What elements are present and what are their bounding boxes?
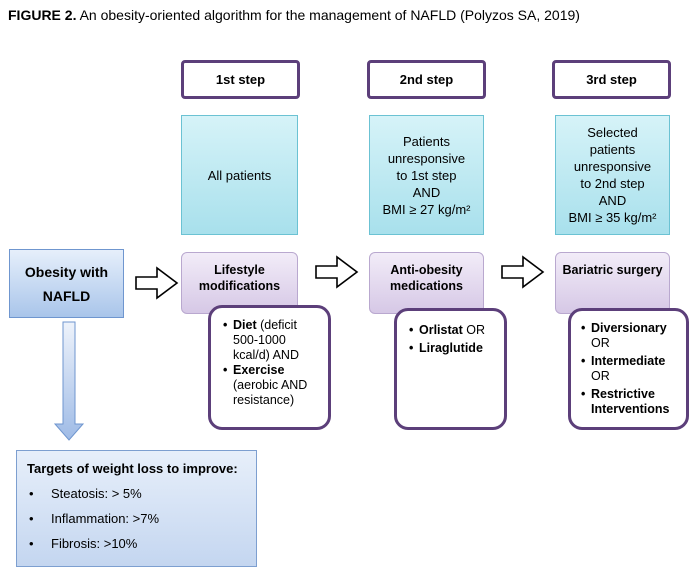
step-2-header-label: 2nd step	[399, 72, 454, 87]
target-item: Inflammation: >7%	[17, 511, 256, 526]
step-1-treatment-line: modifications	[198, 279, 281, 293]
step-1-treatment-box: Lifestyle modifications	[181, 252, 298, 314]
step-3-criteria-line: patients	[589, 142, 636, 157]
step-2-criteria-line: AND	[412, 184, 441, 200]
arrow-right-2	[315, 255, 359, 289]
step-3-detail-item: Restrictive Interventions	[581, 387, 682, 417]
step-2-criteria-line: to 1st step	[396, 167, 457, 183]
start-line-1: Obesity with	[24, 263, 109, 280]
step-1-detail-item: Exercise (aerobic AND resistance)	[223, 363, 322, 408]
step-3-criteria-line: AND	[598, 193, 627, 208]
step-2-criteria-line: BMI ≥ 27 kg/m²	[382, 201, 471, 217]
step-3-criteria-line: BMI ≥ 35 kg/m²	[568, 210, 657, 225]
arrow-right-1	[135, 266, 179, 300]
arrow-right-3	[501, 255, 545, 289]
step-1-treatment-line: Lifestyle	[214, 263, 265, 277]
step-3-criteria-line: to 2nd step	[580, 176, 645, 191]
step-3-header-label: 3rd step	[586, 72, 637, 87]
step-1-criteria-line: All patients	[207, 167, 272, 183]
step-3-details-box: Diversionary OR Intermediate OR Restrict…	[568, 308, 689, 430]
step-2-treatment-line: Anti-obesity	[390, 263, 463, 277]
arrow-down	[53, 321, 85, 441]
target-item: Steatosis: > 5%	[17, 486, 256, 501]
step-1-header: 1st step	[181, 60, 300, 99]
step-3-detail-item: Intermediate OR	[581, 354, 682, 384]
figure-caption: FIGURE 2. An obesity-oriented algorithm …	[8, 7, 580, 23]
step-1-detail-item: Diet (deficit 500-1000 kcal/d) AND	[223, 318, 322, 363]
step-3-detail-item: Diversionary OR	[581, 321, 682, 351]
step-2-criteria-box: Patients unresponsive to 1st step AND BM…	[369, 115, 484, 235]
step-2-header: 2nd step	[367, 60, 486, 99]
figure-label: FIGURE 2.	[8, 7, 77, 23]
step-1-criteria-box: All patients	[181, 115, 298, 235]
step-3-treatment-line: Bariatric surgery	[562, 263, 663, 277]
figure-title: An obesity-oriented algorithm for the ma…	[76, 7, 580, 23]
step-3-criteria-line: Selected	[587, 125, 638, 140]
step-3-treatment-box: Bariatric surgery	[555, 252, 670, 314]
step-3-criteria-box: Selected patients unresponsive to 2nd st…	[555, 115, 670, 235]
step-2-detail-item: Liraglutide	[409, 341, 498, 356]
step-2-treatment-box: Anti-obesity medications	[369, 252, 484, 314]
target-item: Fibrosis: >10%	[17, 536, 256, 551]
step-2-detail-item: Orlistat OR	[409, 323, 498, 338]
step-2-details-box: Orlistat OR Liraglutide	[394, 308, 507, 430]
start-line-2: NAFLD	[42, 287, 91, 304]
step-3-header: 3rd step	[552, 60, 671, 99]
weight-loss-targets-box: Targets of weight loss to improve: Steat…	[16, 450, 257, 567]
step-3-criteria-line: unresponsive	[573, 159, 652, 174]
step-1-details-box: Diet (deficit 500-1000 kcal/d) AND Exerc…	[208, 305, 331, 430]
start-box-obesity-nafld: Obesity with NAFLD	[9, 249, 124, 318]
step-1-header-label: 1st step	[215, 72, 266, 87]
step-2-criteria-line: Patients	[403, 133, 450, 149]
step-2-criteria-line: unresponsive	[387, 150, 466, 166]
targets-title: Targets of weight loss to improve:	[27, 461, 238, 476]
step-2-treatment-line: medications	[390, 279, 463, 293]
